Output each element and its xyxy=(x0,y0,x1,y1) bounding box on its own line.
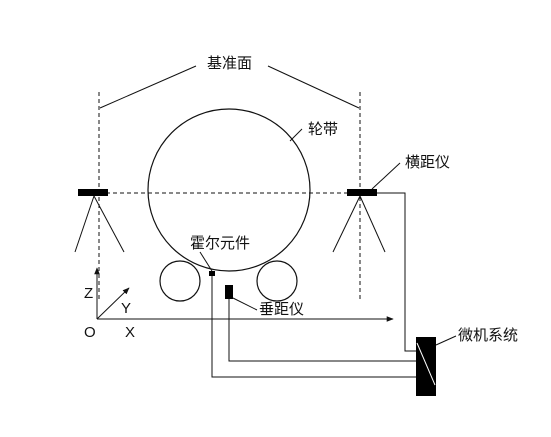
tire-label: 轮带 xyxy=(308,120,338,138)
wire-hall-element xyxy=(211,276,416,378)
reference-plane-label: 基准面 xyxy=(207,54,252,72)
vertical-rangefinder-sensor xyxy=(225,285,233,299)
microcomputer-box-detail xyxy=(416,342,436,386)
right-tripod-leg-1 xyxy=(332,195,361,253)
right-tripod-leg-2 xyxy=(359,195,386,253)
hall-element-sensor xyxy=(209,271,215,276)
left-tripod-leg-2 xyxy=(93,195,125,253)
x-axis-label: X xyxy=(125,324,135,341)
horizontal-rangefinder-head xyxy=(347,189,377,196)
left-rangefinder-head xyxy=(78,189,108,196)
horizontal-rangefinder-leader xyxy=(371,162,401,190)
vertical-rangefinder-leader xyxy=(232,297,258,311)
y-axis-arrow xyxy=(96,287,130,320)
reference-bracket-right xyxy=(267,65,360,109)
microcomputer-leader xyxy=(435,335,457,346)
hall-element-leader xyxy=(199,251,213,272)
reference-bracket-left xyxy=(99,65,197,109)
wire-horizontal-rangefinder xyxy=(377,192,416,352)
z-axis-label: Z xyxy=(84,285,93,302)
horizontal-rangefinder-label: 横距仪 xyxy=(405,153,450,171)
vertical-rangefinder-label: 垂距仪 xyxy=(259,300,304,318)
wire-vertical-rangefinder xyxy=(228,299,416,362)
y-axis-label: Y xyxy=(121,300,131,317)
roller-right xyxy=(256,260,298,302)
microcomputer-system-box xyxy=(416,337,436,396)
tire-leader-line xyxy=(289,128,303,142)
origin-label: O xyxy=(84,324,96,341)
tire-circle xyxy=(147,108,311,272)
microcomputer-system-label: 微机系统 xyxy=(458,326,518,344)
hall-element-label: 霍尔元件 xyxy=(190,234,250,252)
left-tripod-leg-1 xyxy=(74,195,95,253)
roller-left xyxy=(159,260,201,302)
